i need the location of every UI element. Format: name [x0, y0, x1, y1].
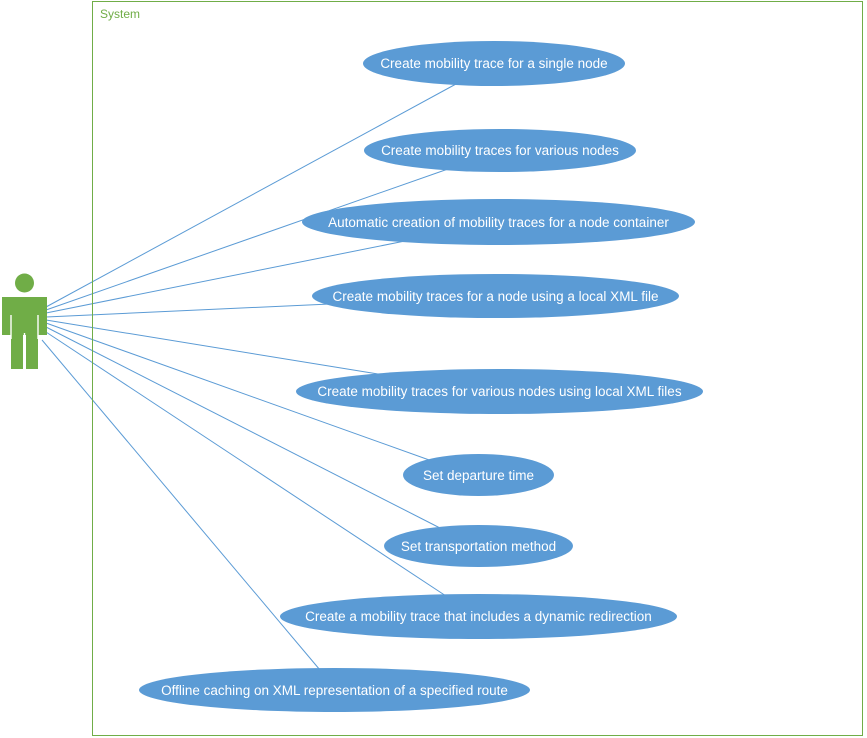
- system-boundary: [92, 1, 863, 736]
- association-line: [45, 331, 447, 597]
- use-case-create-single-node-trace[interactable]: Create mobility trace for a single node: [363, 41, 625, 86]
- association-line: [45, 240, 406, 314]
- use-case-label: Automatic creation of mobility traces fo…: [328, 214, 669, 230]
- use-case-label: Offline caching on XML representation of…: [161, 682, 508, 698]
- use-case-label: Create mobility traces for various nodes: [381, 143, 619, 158]
- use-case-local-xml-file[interactable]: Create mobility traces for a node using …: [312, 274, 679, 318]
- association-line: [45, 83, 457, 308]
- actor-figure-icon: [2, 273, 47, 369]
- use-case-create-various-nodes-traces[interactable]: Create mobility traces for various nodes: [364, 129, 636, 172]
- use-case-dynamic-redirection[interactable]: Create a mobility trace that includes a …: [280, 594, 677, 639]
- use-case-label: Create a mobility trace that includes a …: [305, 609, 652, 624]
- association-line: [41, 339, 321, 671]
- association-line: [45, 168, 449, 311]
- use-case-label: Create mobility traces for various nodes…: [317, 384, 682, 399]
- association-line: [45, 319, 379, 375]
- association-line: [45, 303, 331, 318]
- system-label: System: [100, 7, 141, 21]
- association-line: [45, 322, 433, 462]
- use-case-automatic-node-container[interactable]: Automatic creation of mobility traces fo…: [302, 199, 695, 245]
- use-case-set-transportation-method[interactable]: Set transportation method: [384, 525, 573, 567]
- use-case-various-nodes-local-xml-files[interactable]: Create mobility traces for various nodes…: [296, 369, 703, 414]
- use-case-offline-caching[interactable]: Offline caching on XML representation of…: [139, 668, 530, 712]
- association-line: [45, 326, 441, 529]
- use-case-label: Set departure time: [422, 467, 535, 483]
- use-case-label: Create mobility trace for a single node: [380, 56, 608, 71]
- use-case-label: Set transportation method: [400, 538, 557, 554]
- use-case-set-departure-time[interactable]: Set departure time: [403, 454, 554, 496]
- use-case-label: Create mobility traces for a node using …: [332, 288, 659, 304]
